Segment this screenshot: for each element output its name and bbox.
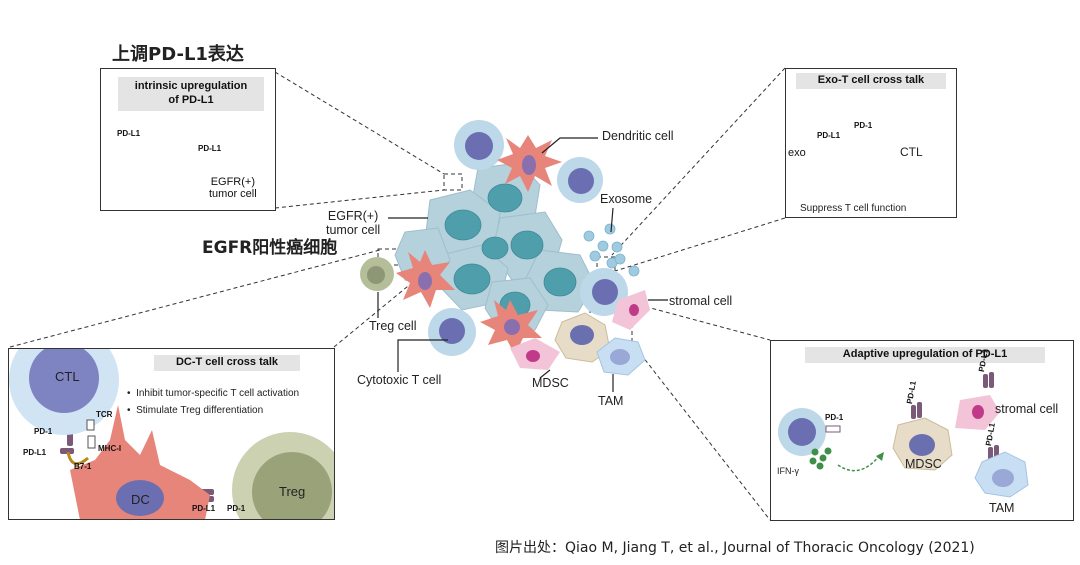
dc-panel-cells xyxy=(9,349,335,519)
dc-pdl1-label-2: PD-L1 xyxy=(192,504,216,513)
adaptive-pd1-label: PD-1 xyxy=(825,413,844,422)
pdl1-label-a: PD-L1 xyxy=(117,129,141,138)
egfr-cn-label: EGFR阳性癌细胞 xyxy=(202,238,338,258)
exo-caption: Suppress T cell function xyxy=(800,203,907,214)
stromal-cell-label: stromal cell xyxy=(669,294,733,308)
intrinsic-title-line1: intrinsic upregulation xyxy=(134,80,248,92)
adaptive-tam-label: TAM xyxy=(989,501,1015,515)
tcr-label: TCR xyxy=(96,410,113,419)
label-pointers xyxy=(377,137,668,392)
exo-label: exo xyxy=(788,147,806,159)
exosome-dots xyxy=(583,223,640,277)
exo-ctl-label: CTL xyxy=(900,145,923,159)
treg-cell-label: Treg cell xyxy=(369,319,417,333)
pdl1-label-b: PD-L1 xyxy=(198,144,222,153)
tumor-cell-label-line2: tumor cell xyxy=(326,223,381,237)
tam-label: TAM xyxy=(598,394,624,408)
exosome-label: Exosome xyxy=(600,192,653,206)
adaptive-stromal-label: stromal cell xyxy=(995,402,1059,416)
exo-panel-title: Exo-T cell cross talk xyxy=(796,73,946,89)
adaptive-pdl1-label-a: PD-L1 xyxy=(905,380,918,405)
ifn-label: IFN-γ xyxy=(777,466,799,476)
adaptive-pdl1-label-c: PD-L1 xyxy=(984,422,997,447)
adaptive-mdsc-label: MDSC xyxy=(905,457,942,471)
mdsc-label: MDSC xyxy=(532,376,569,390)
intrinsic-cell-label-line2: tumor cell xyxy=(209,188,257,200)
dc-pdl1-label: PD-L1 xyxy=(23,448,47,457)
adaptive-panel: Adaptive upregulation of PD-L1 PD-1 IFN-… xyxy=(770,340,1074,521)
heading-cn: 上调PD-L1表达 xyxy=(112,44,244,65)
dc-pd1-label-2: PD-1 xyxy=(227,504,246,513)
exo-panel: Exo-T cell cross talk exo CTL PD-L1 PD-1… xyxy=(785,68,957,218)
intrinsic-panel-title: intrinsic upregulation of PD-L1 xyxy=(118,77,264,111)
intrinsic-panel: intrinsic upregulation of PD-L1 PD-L1 PD… xyxy=(100,68,276,211)
intrinsic-cell-label: EGFR(+) tumor cell xyxy=(209,176,257,200)
dc-pd1-label: PD-1 xyxy=(34,427,53,436)
dc-panel-title: DC-T cell cross talk xyxy=(154,355,300,371)
dc-ctl-label: CTL xyxy=(55,369,80,384)
source-citation: 图片出处：Qiao M, Jiang T, et al., Journal of… xyxy=(495,540,975,556)
dc-panel: DC-T cell cross talk CTL • Inhibit tumor… xyxy=(8,348,335,520)
mhc-label: MHC-I xyxy=(98,444,122,453)
treg-panel-label: Treg xyxy=(279,484,306,499)
t-cells xyxy=(428,120,628,356)
dendritic-cell-label: Dendritic cell xyxy=(602,129,674,143)
b71-label: B7-1 xyxy=(74,462,92,471)
adaptive-panel-cells xyxy=(778,408,1029,498)
exo-pd1-label: PD-1 xyxy=(854,121,873,130)
connector-lines xyxy=(9,67,786,521)
dc-bullet-1: • Inhibit tumor-specific T cell activati… xyxy=(127,388,300,399)
adaptive-panel-title: Adaptive upregulation of PD-L1 xyxy=(805,347,1045,363)
tumor-cell-label: EGFR(+) tumor cell xyxy=(326,209,380,237)
dc-label: DC xyxy=(131,492,150,507)
dc-bullets: • Inhibit tumor-specific T cell activati… xyxy=(127,385,299,419)
intrinsic-title-line2: of PD-L1 xyxy=(168,94,214,106)
exo-pdl1-label: PD-L1 xyxy=(817,131,841,140)
cytotoxic-t-cell-label: Cytotoxic T cell xyxy=(357,373,442,387)
intrinsic-cell-label-line1: EGFR(+) xyxy=(210,176,255,188)
tumor-cell-label-line1: EGFR(+) xyxy=(327,209,379,223)
dc-bullet-2: • Stimulate Treg differentiation xyxy=(127,405,264,416)
